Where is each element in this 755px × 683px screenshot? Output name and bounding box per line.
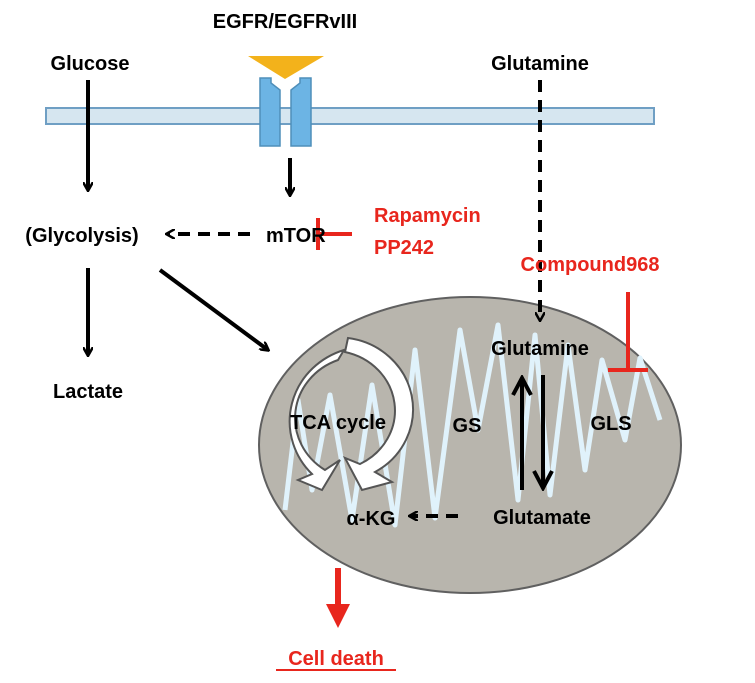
mitochondrion — [258, 296, 682, 594]
gls-label: GLS — [590, 413, 631, 435]
ligand-icon — [248, 56, 324, 79]
mtor-label: mTOR — [266, 225, 326, 247]
compound968-label: Compound968 — [521, 254, 660, 276]
lactate-label: Lactate — [53, 381, 123, 403]
glutamine-inside-label: Glutamine — [491, 338, 589, 360]
rapamycin-inhibition — [316, 218, 352, 250]
cell-death-arrow — [326, 568, 350, 628]
compound968-inhibition — [608, 292, 648, 372]
cristae — [282, 322, 663, 528]
glutamine-outside-label: Glutamine — [491, 53, 589, 75]
rapamycin-label: Rapamycin — [374, 205, 481, 227]
glycolysis-label: (Glycolysis) — [25, 225, 138, 247]
glucose-label: Glucose — [51, 53, 130, 75]
tca-label: TCA cycle — [290, 412, 386, 434]
egfr-receptor — [248, 56, 324, 147]
glycolysis-mitochondria-arrow — [158, 268, 268, 350]
plasma-membrane — [45, 107, 655, 125]
gs-label: GS — [453, 415, 482, 437]
cell-death-label: Cell death — [288, 648, 384, 670]
glutamate-label: Glutamate — [493, 507, 591, 529]
tca-cycle-arrows — [288, 336, 415, 492]
pp242-label: PP242 — [374, 237, 434, 259]
akg-label: α-KG — [347, 508, 396, 530]
receptor-label: EGFR/EGFRvIII — [213, 11, 357, 33]
